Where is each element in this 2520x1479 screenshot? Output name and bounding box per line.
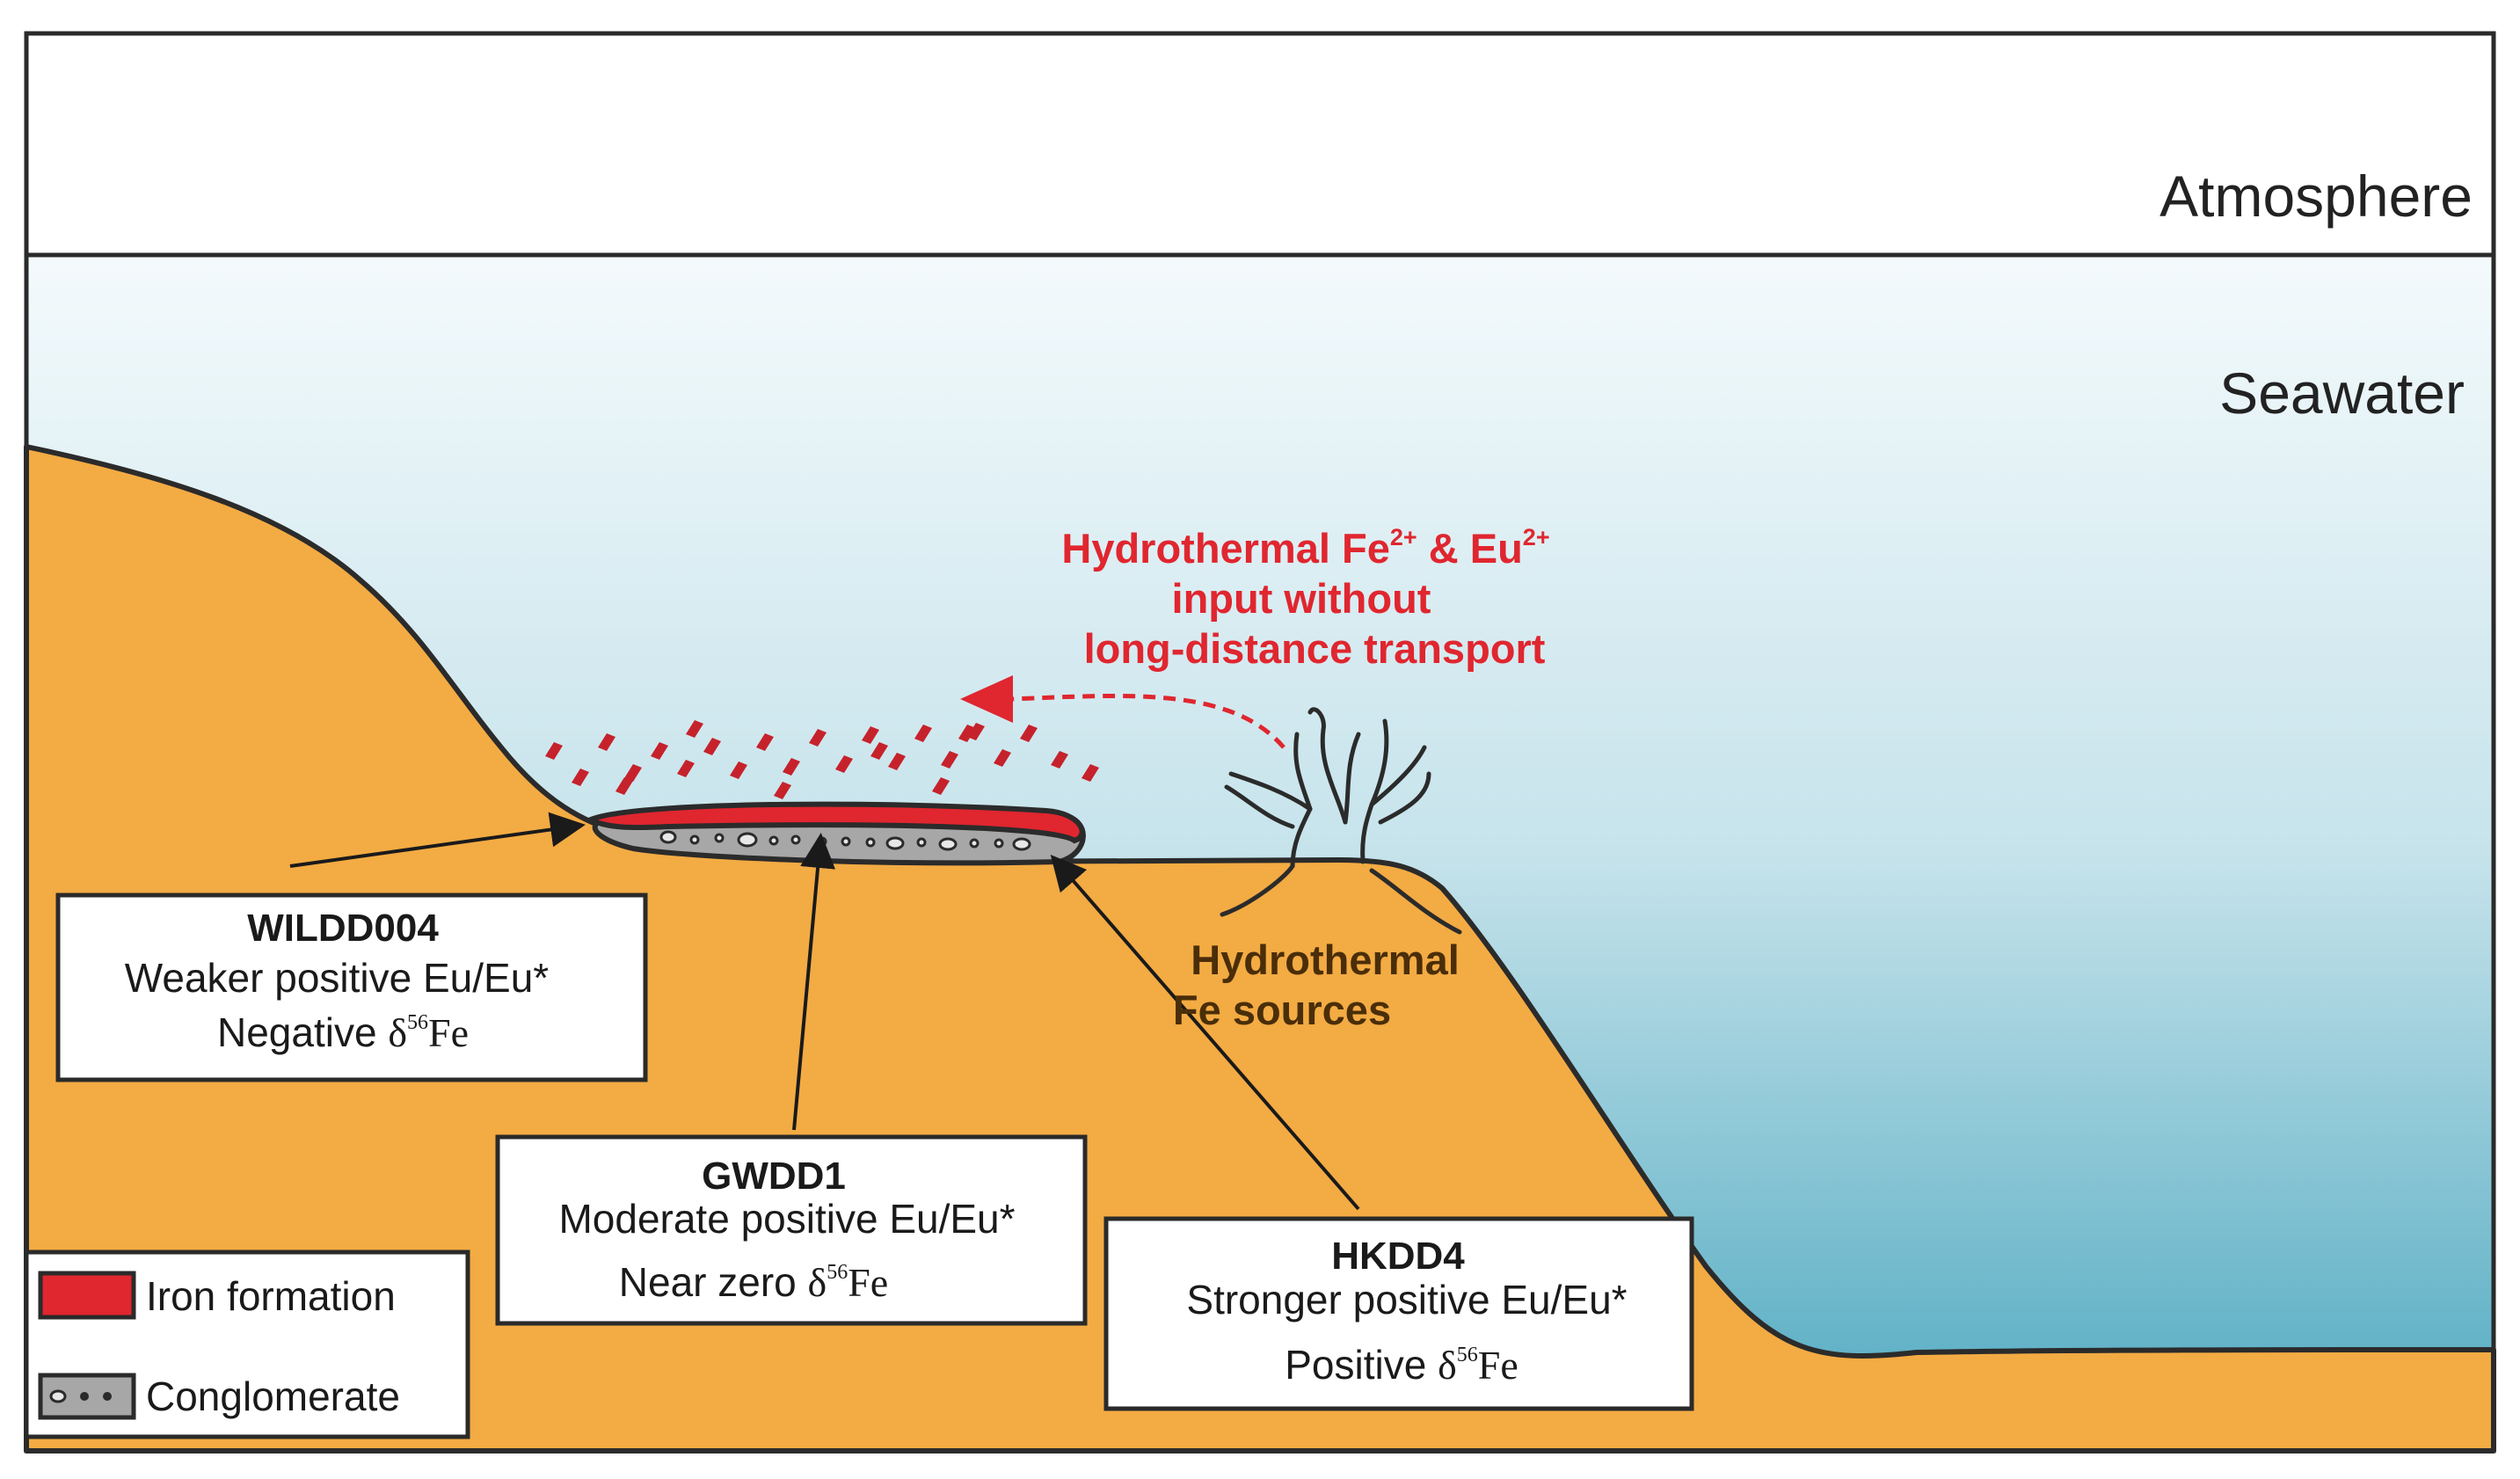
particle bbox=[888, 753, 906, 770]
particle bbox=[686, 720, 703, 738]
sample-box-hkdd4: HKDD4 Stronger positive Eu/Eu* Positive … bbox=[1103, 1216, 1694, 1411]
sample-fe: Near zero δ56Fe bbox=[619, 1259, 888, 1305]
svg-text:long-distance transport: long-distance transport bbox=[1084, 625, 1546, 672]
sample-eu: Moderate positive Eu/Eu* bbox=[558, 1196, 1015, 1242]
hydrothermal-input-label: Hydrothermal Fe2+ & Eu2+ input without l… bbox=[1061, 524, 1549, 672]
sample-id: HKDD4 bbox=[1331, 1235, 1465, 1278]
svg-text:Hydrothermal Fe2+ & Eu2+: Hydrothermal Fe2+ & Eu2+ bbox=[1061, 524, 1549, 572]
sample-box-gwdd1: GWDD1 Moderate positive Eu/Eu* Near zero… bbox=[495, 1134, 1088, 1326]
sample-id: GWDD1 bbox=[702, 1155, 846, 1198]
svg-text:input without: input without bbox=[1172, 575, 1431, 622]
sample-id: WILDD004 bbox=[247, 907, 439, 950]
atmosphere-zone bbox=[24, 31, 2496, 258]
transport-arrow bbox=[1010, 693, 1285, 749]
particle bbox=[835, 755, 853, 773]
particle bbox=[862, 726, 879, 744]
particle bbox=[572, 769, 589, 786]
particle bbox=[870, 742, 888, 760]
particle bbox=[914, 725, 932, 742]
particle bbox=[651, 742, 668, 760]
sample-eu: Weaker positive Eu/Eu* bbox=[125, 955, 549, 1001]
particle bbox=[1020, 725, 1038, 742]
particle bbox=[756, 733, 774, 751]
particle bbox=[774, 782, 791, 799]
legend-conglomerate-dots bbox=[49, 1389, 112, 1403]
sample-box-wildd004: WILDD004 Weaker positive Eu/Eu* Negative… bbox=[55, 892, 648, 1082]
atmosphere-label: Atmosphere bbox=[2159, 164, 2473, 229]
hydrothermal-vents bbox=[1220, 707, 1462, 935]
sample-fe: Negative δ56Fe bbox=[217, 1009, 469, 1055]
particle bbox=[730, 761, 747, 779]
particle bbox=[783, 758, 800, 776]
particle bbox=[967, 723, 985, 740]
sample-eu: Stronger positive Eu/Eu* bbox=[1186, 1277, 1627, 1322]
conglomerate-pebbles bbox=[659, 830, 1031, 851]
svg-text:Hydrothermal: Hydrothermal bbox=[1191, 936, 1460, 983]
legend-conglomerate-label: Conglomerate bbox=[146, 1373, 400, 1419]
particle bbox=[677, 760, 695, 777]
particle bbox=[598, 733, 615, 751]
particle bbox=[958, 725, 976, 742]
legend: Iron formation Conglomerate bbox=[24, 1250, 470, 1439]
sample-fe: Positive δ56Fe bbox=[1285, 1342, 1519, 1388]
legend-iron-label: Iron formation bbox=[146, 1273, 396, 1319]
transport-arrowhead bbox=[960, 675, 1013, 723]
hydrothermal-particles bbox=[545, 720, 1099, 799]
particle bbox=[703, 738, 721, 755]
particle bbox=[994, 749, 1011, 767]
particle bbox=[932, 777, 950, 795]
sample-pointer-arrows bbox=[289, 812, 1360, 1211]
legend-iron-swatch bbox=[38, 1271, 136, 1320]
seawater-label: Seawater bbox=[2219, 361, 2465, 426]
particle bbox=[545, 742, 563, 760]
svg-text:Fe sources: Fe sources bbox=[1173, 987, 1391, 1033]
particle bbox=[624, 764, 642, 782]
particle bbox=[1082, 764, 1099, 782]
iron-formation-layer bbox=[585, 801, 1085, 844]
particle bbox=[809, 729, 827, 747]
particle bbox=[941, 751, 958, 769]
hydrothermal-sources-label: Hydrothermal Fe sources bbox=[1173, 936, 1460, 1033]
particle bbox=[1051, 751, 1068, 769]
particle bbox=[615, 777, 633, 795]
